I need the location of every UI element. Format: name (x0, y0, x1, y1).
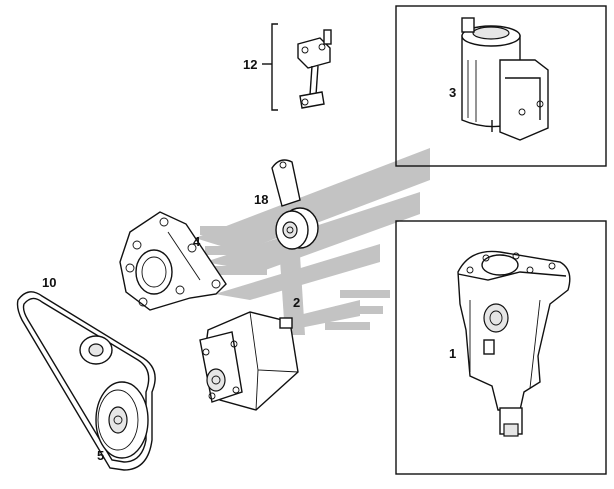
part-label-5: 5 (97, 448, 104, 463)
part-label-18: 18 (254, 192, 268, 207)
part-4-bracket (119, 211, 227, 311)
part-3-reservoir (461, 17, 549, 141)
part-10-belt (16, 291, 156, 471)
part-12-linkage (262, 23, 332, 111)
part-label-2: 2 (293, 295, 300, 310)
inset-frame-reservoir (395, 5, 607, 167)
part-label-12: 12 (243, 57, 257, 72)
part-label-1: 1 (449, 346, 456, 361)
part-label-4: 4 (193, 234, 201, 249)
part-label-3: 3 (449, 85, 456, 100)
part-1-steering-box (457, 250, 571, 437)
part-5-pulley (95, 381, 149, 459)
part-2-pump (199, 311, 299, 411)
part-18-idler (271, 159, 319, 250)
part-label-10: 10 (42, 275, 56, 290)
inset-frame-steering-box (395, 220, 607, 475)
